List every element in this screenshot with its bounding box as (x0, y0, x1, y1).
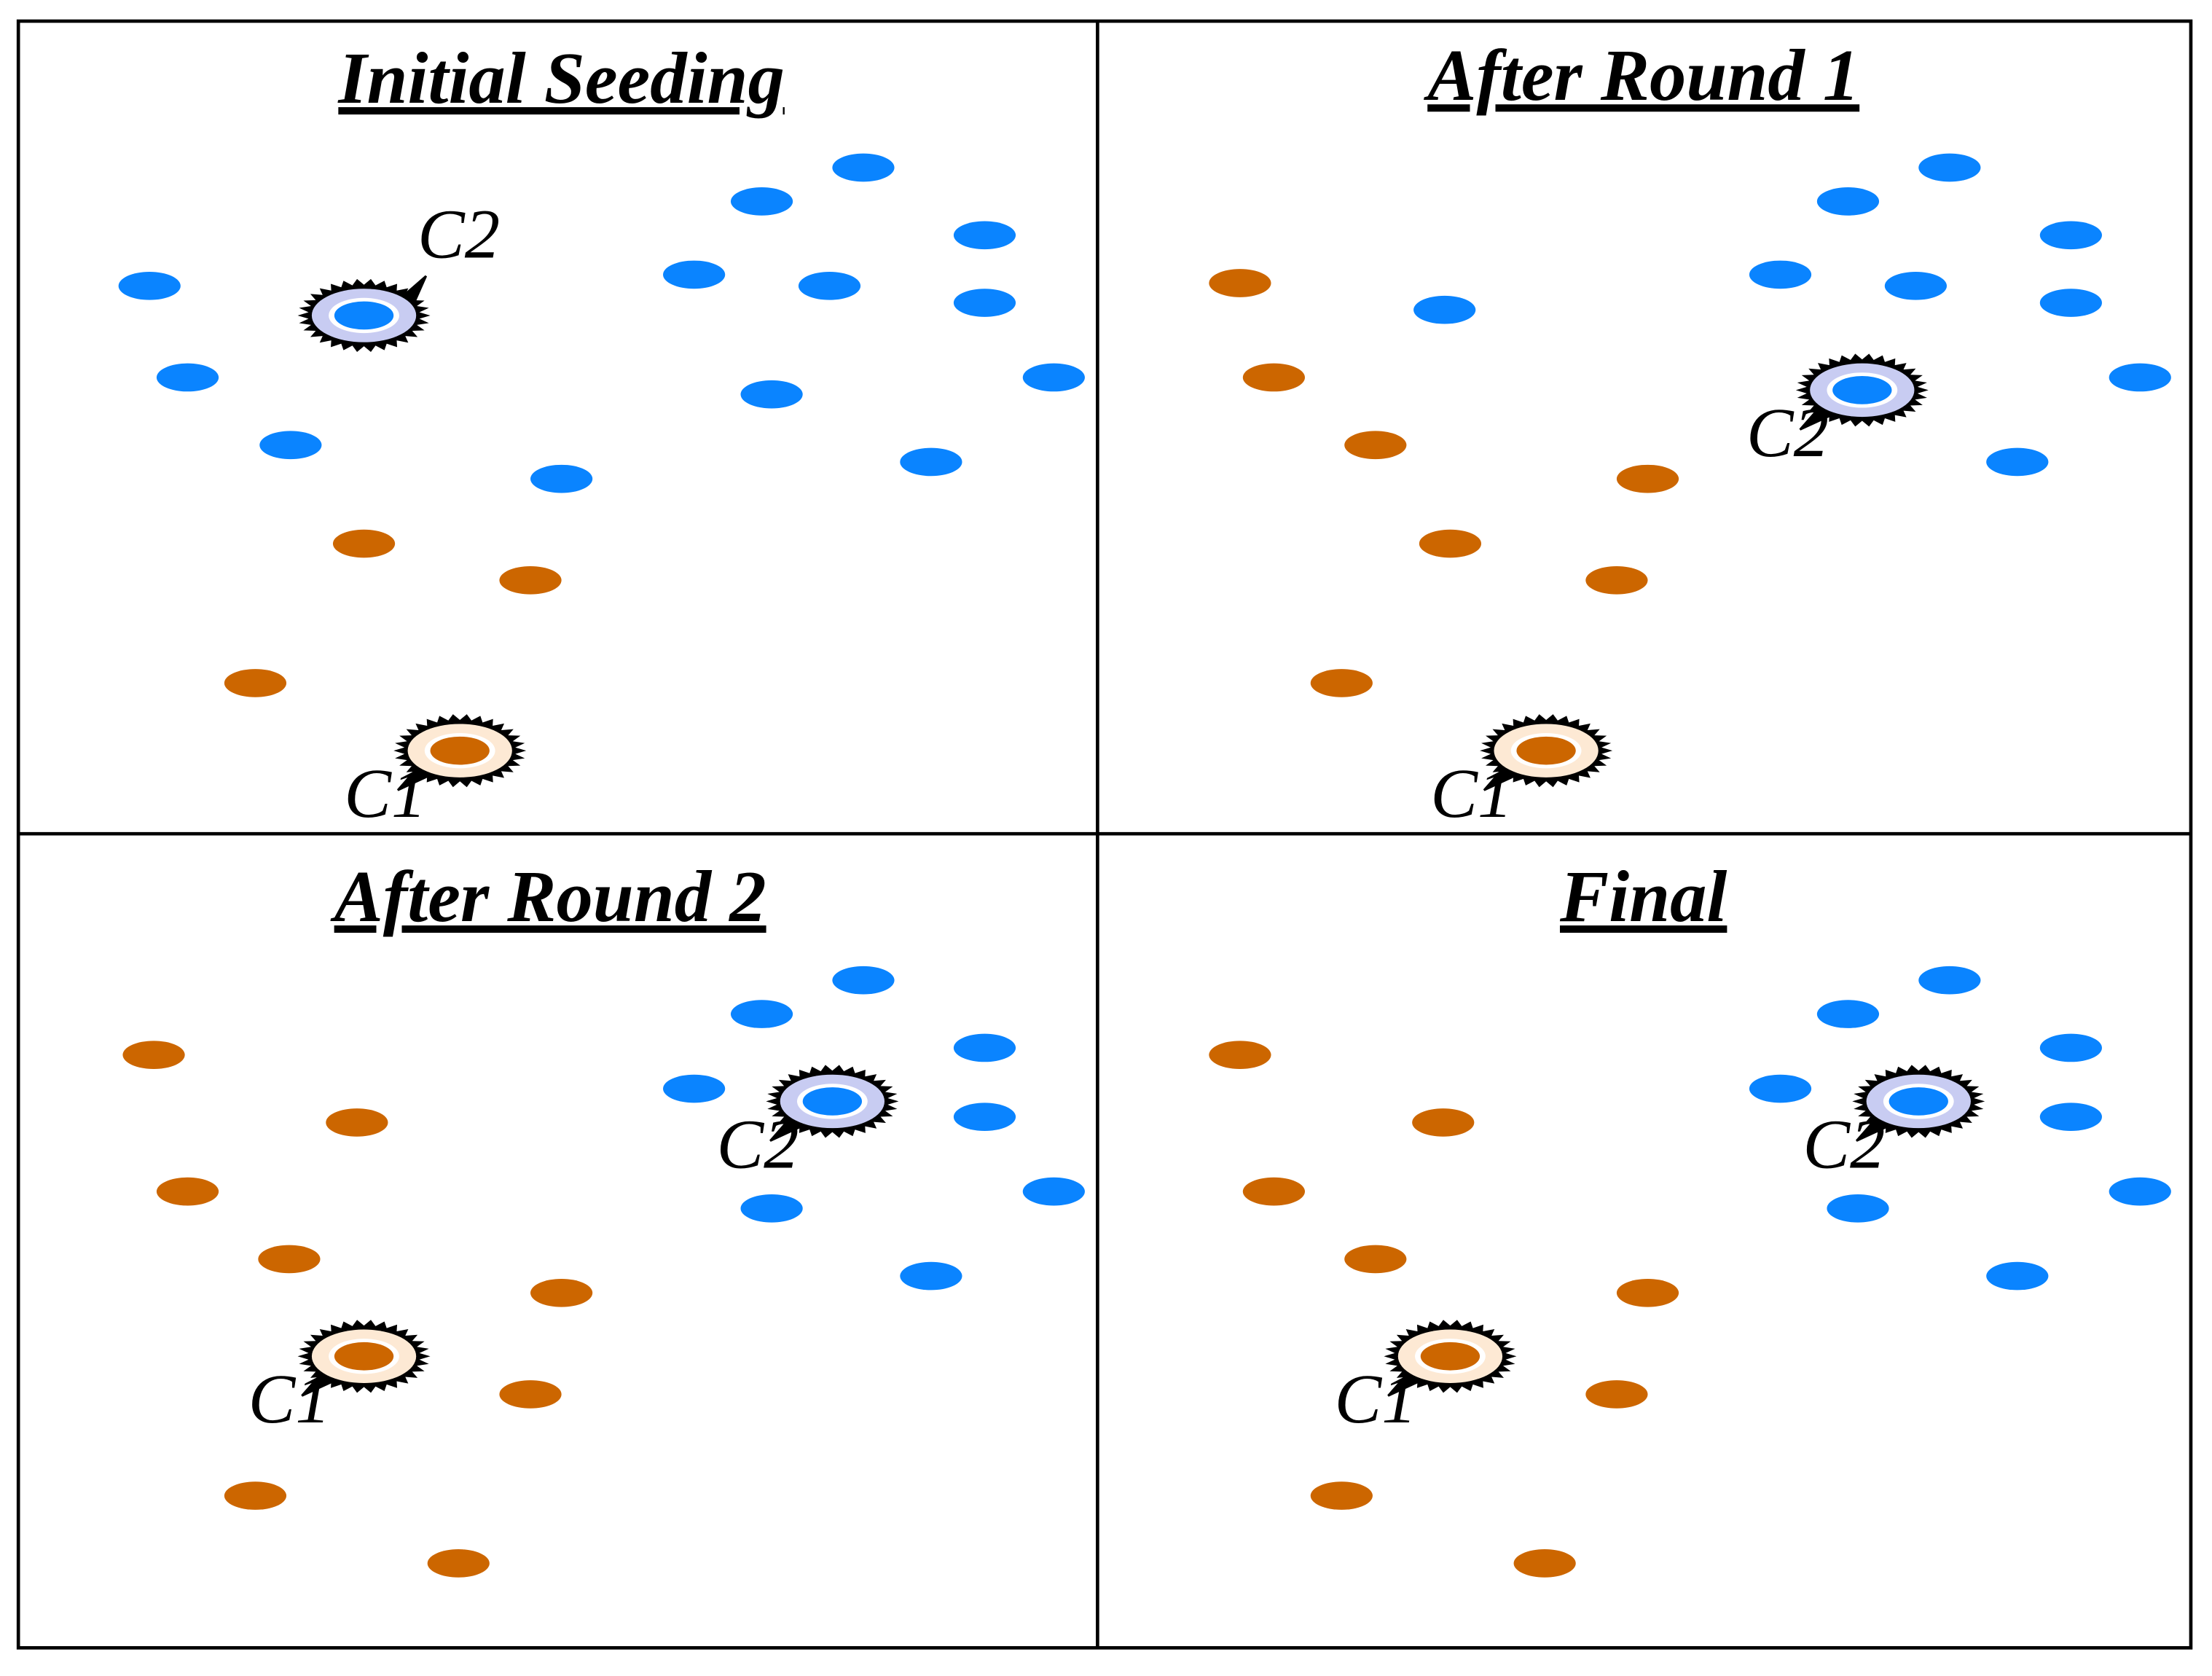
centroid-label: C1 (344, 754, 426, 832)
data-point-cluster-2 (1986, 447, 2049, 477)
data-point-cluster-2 (1884, 272, 1947, 300)
data-point-cluster-2 (1986, 1261, 2049, 1291)
data-point-cluster-2 (259, 431, 322, 460)
data-point-cluster-1 (1310, 669, 1373, 697)
data-point-cluster-1 (1344, 1245, 1407, 1274)
data-point-cluster-1 (258, 1245, 321, 1274)
centroid-point (334, 1342, 394, 1371)
data-point-cluster-1 (1242, 363, 1306, 392)
data-point-cluster-2 (953, 289, 1016, 317)
data-point-cluster-2 (2039, 1033, 2102, 1062)
centroid-label: C2 (1746, 393, 1829, 471)
data-point-cluster-2 (2109, 363, 2171, 392)
data-point-cluster-1 (1513, 1549, 1576, 1578)
panel-frame (16, 19, 2193, 1650)
data-point-cluster-2 (2039, 289, 2102, 317)
data-point-cluster-1 (1242, 1177, 1306, 1206)
data-point-cluster-2 (1918, 966, 1981, 995)
centroid-label: C1 (1335, 1360, 1417, 1438)
panel-title: Final (1559, 855, 1727, 937)
panel-final: Final C1 C2 (1209, 855, 2171, 1578)
data-point-cluster-2 (1413, 295, 1476, 324)
centroid-label: C1 (1430, 754, 1513, 832)
data-point-cluster-2 (1749, 260, 1812, 289)
data-point-cluster-1 (156, 1177, 219, 1206)
panel-after-round-2: After Round 2 C1 C2 (122, 855, 1085, 1578)
data-point-cluster-2 (1918, 153, 1981, 182)
centroid-marker-c1: C1 (1430, 714, 1613, 832)
data-point-cluster-2 (740, 1194, 803, 1223)
data-point-cluster-2 (953, 1033, 1016, 1062)
data-point-cluster-1 (499, 1380, 562, 1409)
centroid-marker-c2: C2 (1803, 1065, 1985, 1183)
data-point-cluster-2 (832, 153, 895, 182)
data-point-cluster-2 (1022, 363, 1085, 392)
data-point-cluster-1 (499, 565, 562, 595)
data-point-cluster-1 (326, 1108, 388, 1137)
data-point-cluster-2 (740, 380, 803, 409)
data-point-cluster-1 (224, 669, 287, 697)
centroid-marker-c2: C2 (717, 1065, 899, 1183)
centroid-point (1889, 1087, 1948, 1116)
centroid-marker-c2: C2 (297, 195, 500, 352)
centroid-point (1516, 736, 1576, 765)
centroid-point (430, 736, 490, 765)
data-point-cluster-1 (1209, 269, 1271, 297)
centroid-point (334, 301, 394, 330)
data-point-cluster-2 (900, 447, 962, 477)
data-point-cluster-2 (1816, 187, 1880, 216)
centroid-point (1420, 1342, 1480, 1371)
data-point-cluster-1 (427, 1549, 490, 1578)
data-point-cluster-1 (1412, 1108, 1475, 1137)
data-point-cluster-2 (730, 1000, 793, 1028)
panel-title: After Round 2 (330, 855, 766, 937)
data-point-cluster-1 (1585, 565, 1648, 595)
data-point-cluster-2 (2039, 221, 2102, 250)
data-point-cluster-2 (663, 1074, 726, 1103)
panel-initial-seeding: Initial Seeding C1 C2 (118, 37, 1085, 832)
data-point-cluster-1 (122, 1041, 185, 1069)
data-point-cluster-2 (1749, 1074, 1812, 1103)
data-point-cluster-1 (332, 529, 396, 558)
data-point-cluster-1 (530, 1278, 593, 1307)
data-point-cluster-1 (1585, 1380, 1648, 1409)
centroid-label: C1 (248, 1360, 331, 1438)
data-point-cluster-2 (798, 272, 861, 300)
data-point-cluster-2 (953, 1103, 1016, 1132)
panel-after-round-1: After Round 1 C1 C2 (1209, 34, 2171, 832)
data-point-cluster-1 (1310, 1481, 1373, 1510)
data-point-cluster-1 (1209, 1041, 1271, 1069)
data-point-cluster-2 (730, 187, 793, 216)
centroid-marker-c1: C1 (1335, 1320, 1517, 1438)
data-point-cluster-2 (1022, 1177, 1085, 1206)
centroid-point (802, 1087, 863, 1116)
data-point-cluster-2 (953, 221, 1016, 250)
data-point-cluster-2 (156, 363, 219, 392)
data-point-cluster-2 (663, 260, 726, 289)
data-point-cluster-1 (224, 1481, 287, 1510)
centroid-marker-c1: C1 (248, 1320, 431, 1438)
data-point-cluster-2 (118, 272, 181, 300)
data-point-cluster-2 (1816, 1000, 1880, 1028)
panel-title: Initial Seeding (337, 37, 785, 119)
data-point-cluster-1 (1616, 464, 1679, 493)
centroid-point (1832, 376, 1892, 404)
data-point-cluster-2 (2109, 1177, 2171, 1206)
data-point-cluster-1 (1419, 529, 1482, 558)
data-point-cluster-1 (1616, 1278, 1679, 1307)
data-point-cluster-2 (900, 1261, 962, 1291)
panel-title: After Round 1 (1423, 34, 1859, 116)
centroid-label: C2 (717, 1105, 799, 1183)
data-point-cluster-2 (1827, 1194, 1889, 1223)
data-point-cluster-1 (1344, 431, 1407, 460)
data-point-cluster-2 (530, 464, 593, 493)
data-point-cluster-2 (832, 966, 895, 995)
centroid-label: C2 (1803, 1105, 1885, 1183)
centroid-marker-c2: C2 (1746, 353, 1929, 471)
data-point-cluster-2 (2039, 1103, 2102, 1132)
centroid-label: C2 (417, 195, 500, 273)
centroid-marker-c1: C1 (344, 714, 527, 832)
